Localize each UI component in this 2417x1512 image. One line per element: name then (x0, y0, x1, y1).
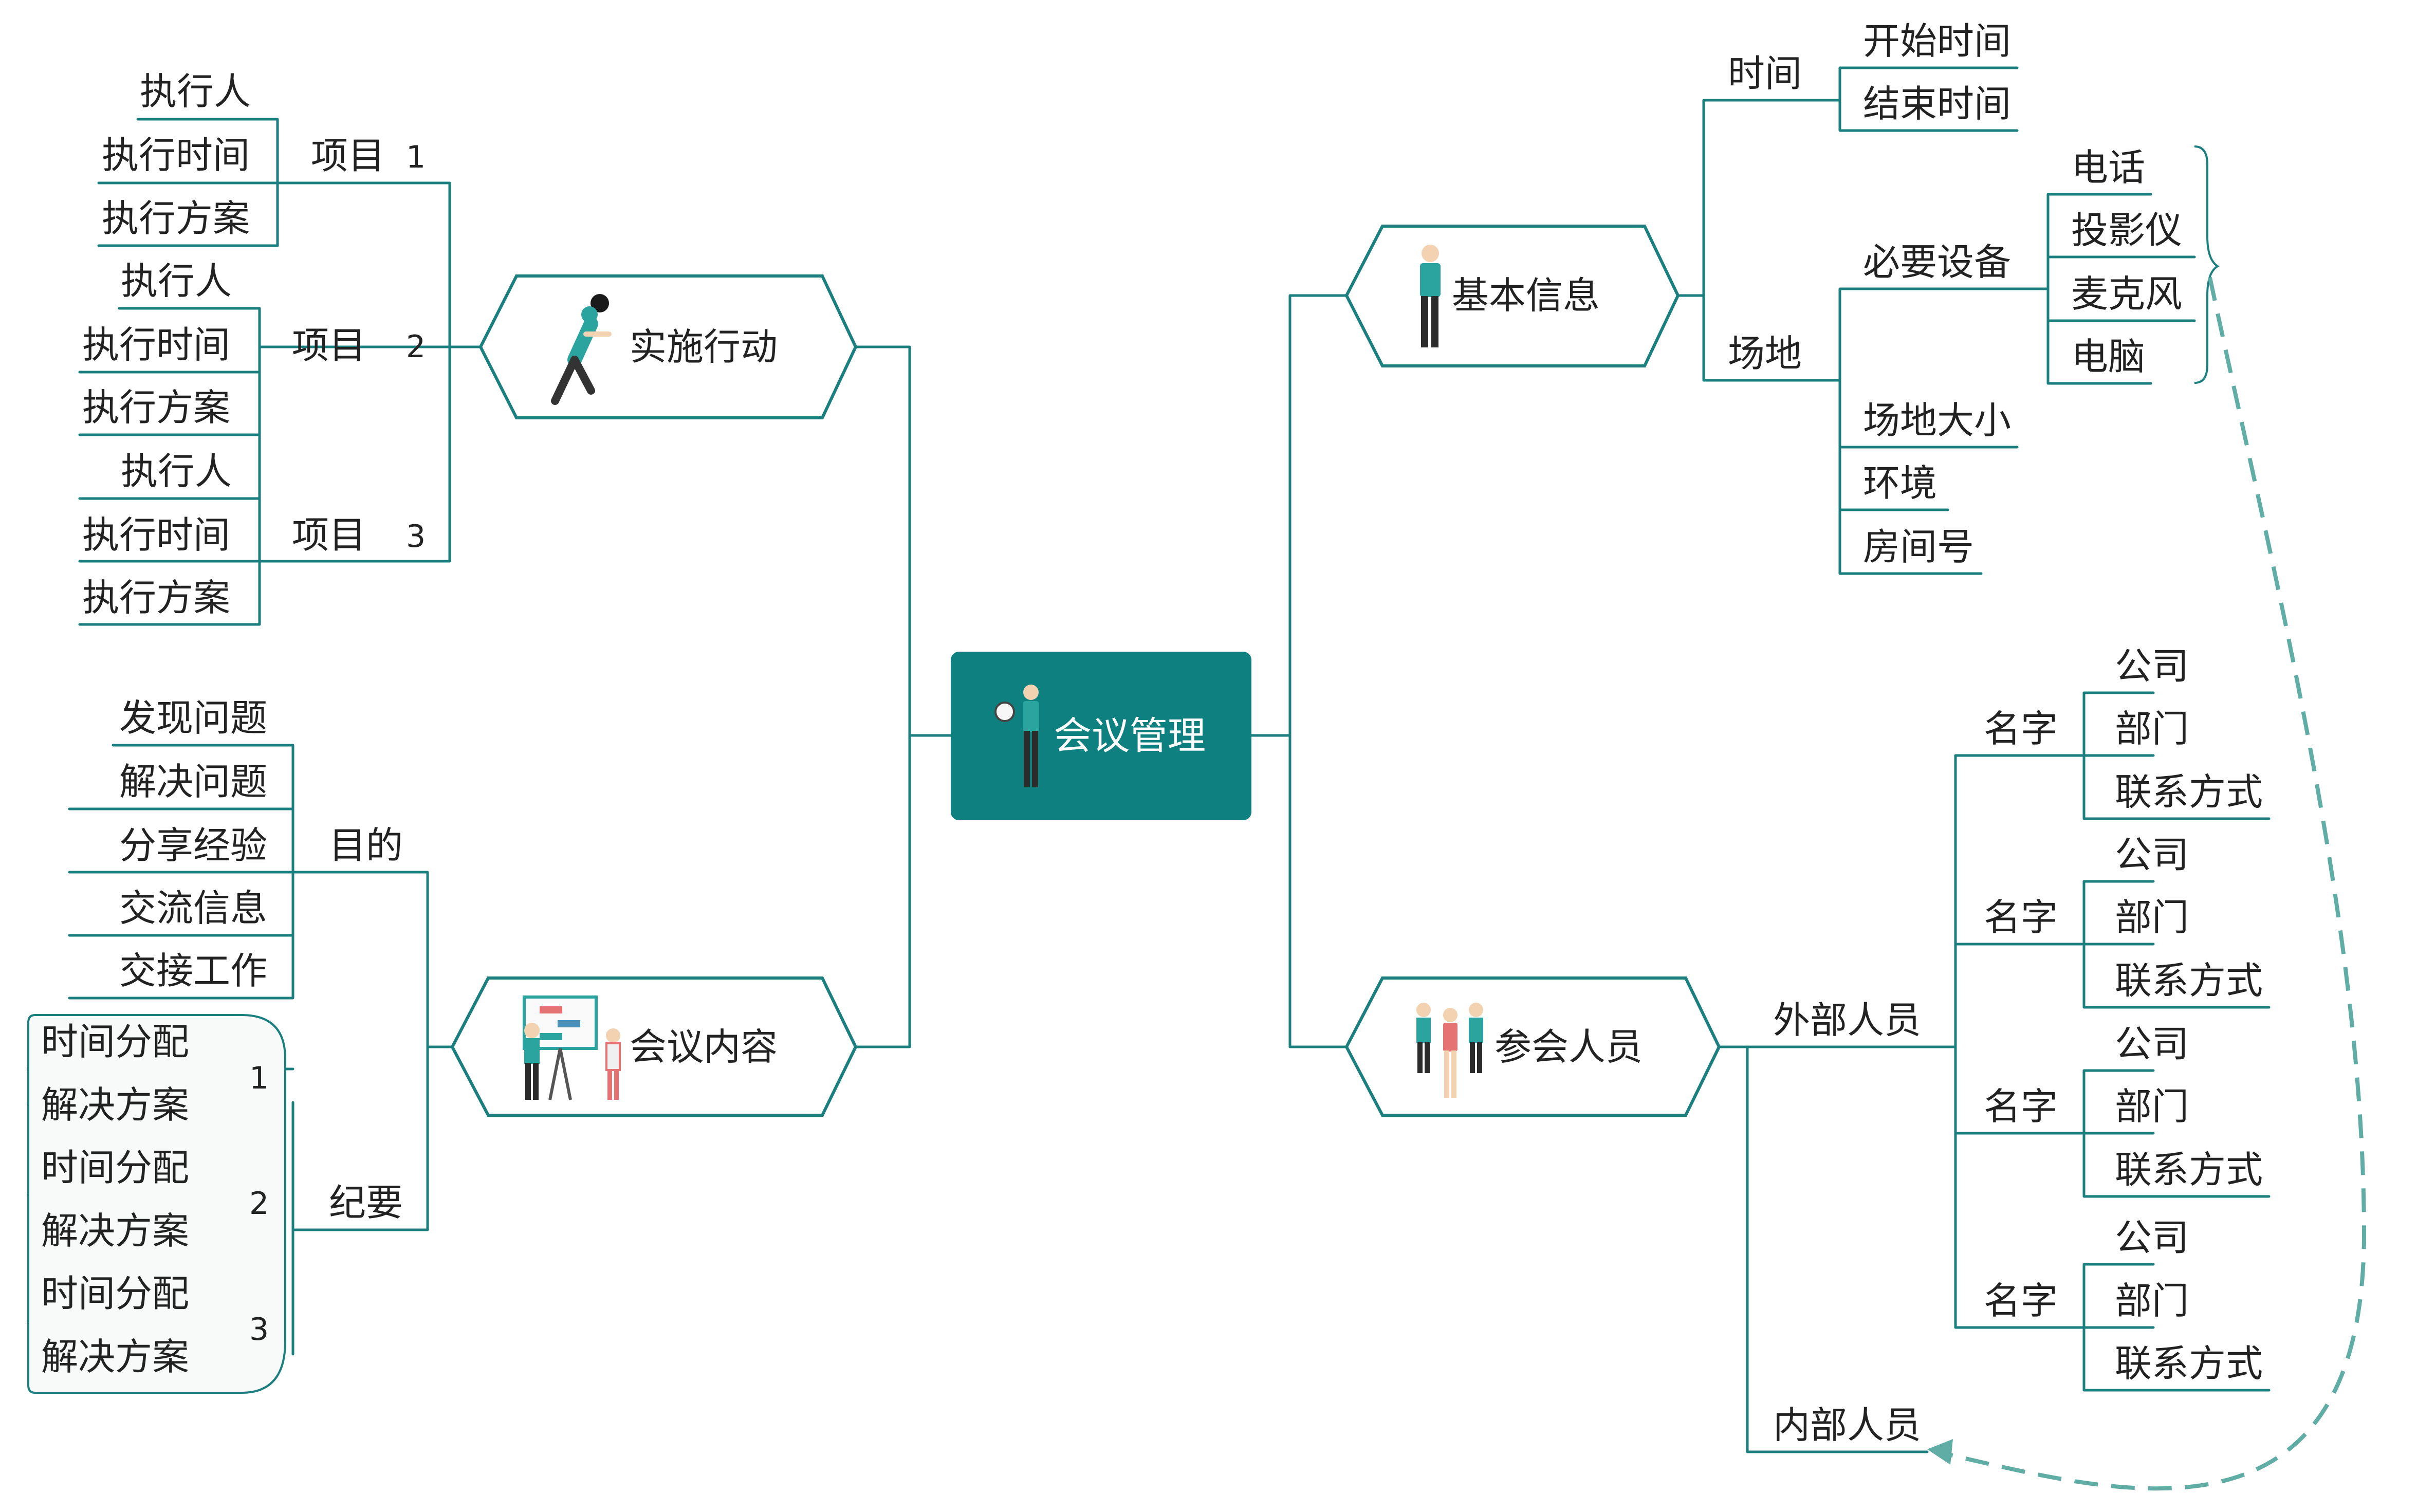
equipment-item: 电话 (2071, 146, 2145, 189)
minutes-item: 解决方案 (41, 1083, 189, 1127)
name-label: 名字 (1984, 1085, 2058, 1128)
implementation-label: 实施行动 (630, 325, 778, 368)
equipment-item: 电脑 (2071, 335, 2145, 378)
minutes-item: 解决方案 (41, 1335, 189, 1378)
project-number: 3 (406, 519, 426, 555)
external-label: 外部人员 (1773, 999, 1921, 1042)
minutes-item: 时间分配 (41, 1020, 189, 1063)
project-item: 执行时间 (102, 134, 250, 177)
name-label: 名字 (1984, 707, 2058, 750)
name-detail: 联系方式 (2115, 770, 2263, 814)
name-detail: 部门 (2115, 896, 2189, 939)
project-item: 执行人 (121, 260, 232, 303)
arrow-head-icon (1927, 1439, 1953, 1465)
implementation-node[interactable] (478, 274, 858, 419)
project-item: 执行人 (140, 70, 251, 113)
minutes-item: 时间分配 (41, 1146, 189, 1189)
name-detail: 公司 (2115, 1022, 2189, 1065)
presenter-icon (994, 685, 1039, 787)
name-label: 名字 (1984, 1279, 2058, 1322)
project-item: 执行方案 (82, 576, 230, 619)
basic-info-label: 基本信息 (1452, 274, 1600, 317)
minutes-number: 3 (249, 1312, 269, 1348)
attendees-node[interactable] (1344, 976, 1721, 1117)
name-detail: 部门 (2115, 1085, 2189, 1128)
equipment-item: 投影仪 (2071, 209, 2182, 252)
purpose-item: 发现问题 (119, 696, 267, 740)
time-label: 时间 (1728, 52, 1802, 95)
minutes-item: 时间分配 (41, 1272, 189, 1315)
minutes-item: 解决方案 (41, 1209, 189, 1252)
purpose-item: 交接工作 (119, 949, 267, 992)
name-detail: 部门 (2115, 707, 2189, 750)
purpose-item: 交流信息 (119, 887, 267, 930)
time-item: 结束时间 (1863, 82, 2011, 125)
equipment-item: 麦克风 (2071, 272, 2182, 316)
venue-label: 场地 (1728, 332, 1802, 375)
minutes-summary-box (27, 1014, 286, 1394)
running-person-clock-icon (551, 294, 612, 405)
project-item: 执行方案 (102, 197, 250, 240)
project-item: 执行时间 (82, 513, 230, 557)
summary-brace (2194, 145, 2220, 384)
project-label: 项目 (292, 513, 366, 557)
time-item: 开始时间 (1863, 20, 2011, 63)
center-label: 会议管理 (1054, 714, 1206, 758)
equipment-label: 必要设备 (1863, 241, 2011, 284)
venue-item: 环境 (1863, 462, 1937, 505)
internal-label: 内部人员 (1773, 1404, 1921, 1447)
whiteboard-presentation-icon (523, 995, 621, 1100)
name-detail: 公司 (2115, 833, 2189, 876)
purpose-item: 分享经验 (119, 824, 267, 867)
name-detail: 联系方式 (2115, 1342, 2263, 1385)
project-number: 1 (406, 139, 426, 175)
project-item: 执行方案 (82, 386, 230, 429)
venue-item: 房间号 (1863, 525, 1974, 568)
attendees-label: 参会人员 (1495, 1025, 1643, 1068)
relationship-arrow (1947, 277, 2367, 1491)
name-detail: 公司 (2115, 1216, 2189, 1259)
name-label: 名字 (1984, 896, 2058, 939)
purpose-label: 目的 (329, 824, 403, 867)
project-label: 项目 (292, 324, 366, 367)
name-detail: 部门 (2115, 1279, 2189, 1322)
group-of-people-icon (1416, 1003, 1483, 1098)
project-number: 2 (406, 329, 426, 365)
name-detail: 联系方式 (2115, 1148, 2263, 1191)
project-item: 执行人 (121, 450, 232, 493)
name-detail: 公司 (2115, 644, 2189, 688)
standing-man-icon (1420, 245, 1441, 347)
minutes-number: 2 (249, 1186, 269, 1222)
project-item: 执行时间 (82, 323, 230, 366)
name-detail: 联系方式 (2115, 959, 2263, 1002)
venue-item: 场地大小 (1863, 399, 2011, 442)
content-label: 会议内容 (630, 1025, 778, 1068)
purpose-item: 解决问题 (119, 760, 267, 803)
minutes-label: 纪要 (329, 1181, 403, 1224)
minutes-number: 1 (249, 1060, 269, 1096)
project-label: 项目 (311, 134, 385, 177)
